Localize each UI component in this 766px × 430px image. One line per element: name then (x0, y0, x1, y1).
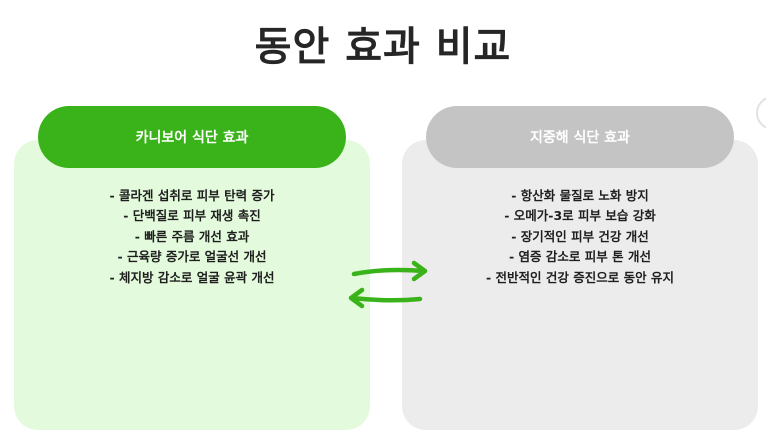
list-item: - 오메가-3로 피부 보습 강화 (504, 208, 656, 224)
list-item: - 빠른 주름 개선 효과 (134, 228, 250, 244)
list-item: - 장기적인 피부 건강 개선 (511, 228, 649, 244)
list-item: - 전반적인 건강 증진으로 동안 유지 (486, 269, 674, 285)
carnivore-benefits-list: - 콜라겐 섭취로 피부 탄력 증가 - 단백질로 피부 재생 촉진 - 빠른 … (14, 186, 370, 288)
page-title: 동안 효과 비교 (254, 24, 512, 70)
list-item: - 염증 감소로 피부 톤 개선 (509, 249, 651, 265)
list-item: - 근육량 증가로 얼굴선 개선 (117, 249, 267, 265)
exchange-arrows-icon (348, 260, 428, 309)
mediterranean-heading: 지중해 식단 효과 (426, 106, 734, 168)
list-item: - 체지방 감소로 얼굴 윤곽 개선 (109, 269, 275, 285)
list-item: - 콜라겐 섭취로 피부 탄력 증가 (109, 188, 275, 203)
carnivore-panel (14, 140, 370, 430)
scroll-next-button[interactable] (756, 96, 766, 130)
mediterranean-benefits-list: - 항산화 물질로 노화 방지 - 오메가-3로 피부 보습 강화 - 장기적인… (402, 186, 758, 288)
list-item: - 항산화 물질로 노화 방지 (511, 188, 649, 203)
list-item: - 단백질로 피부 재생 촉진 (123, 208, 261, 224)
carnivore-heading: 카니보어 식단 효과 (38, 106, 346, 168)
mediterranean-panel (402, 140, 758, 430)
